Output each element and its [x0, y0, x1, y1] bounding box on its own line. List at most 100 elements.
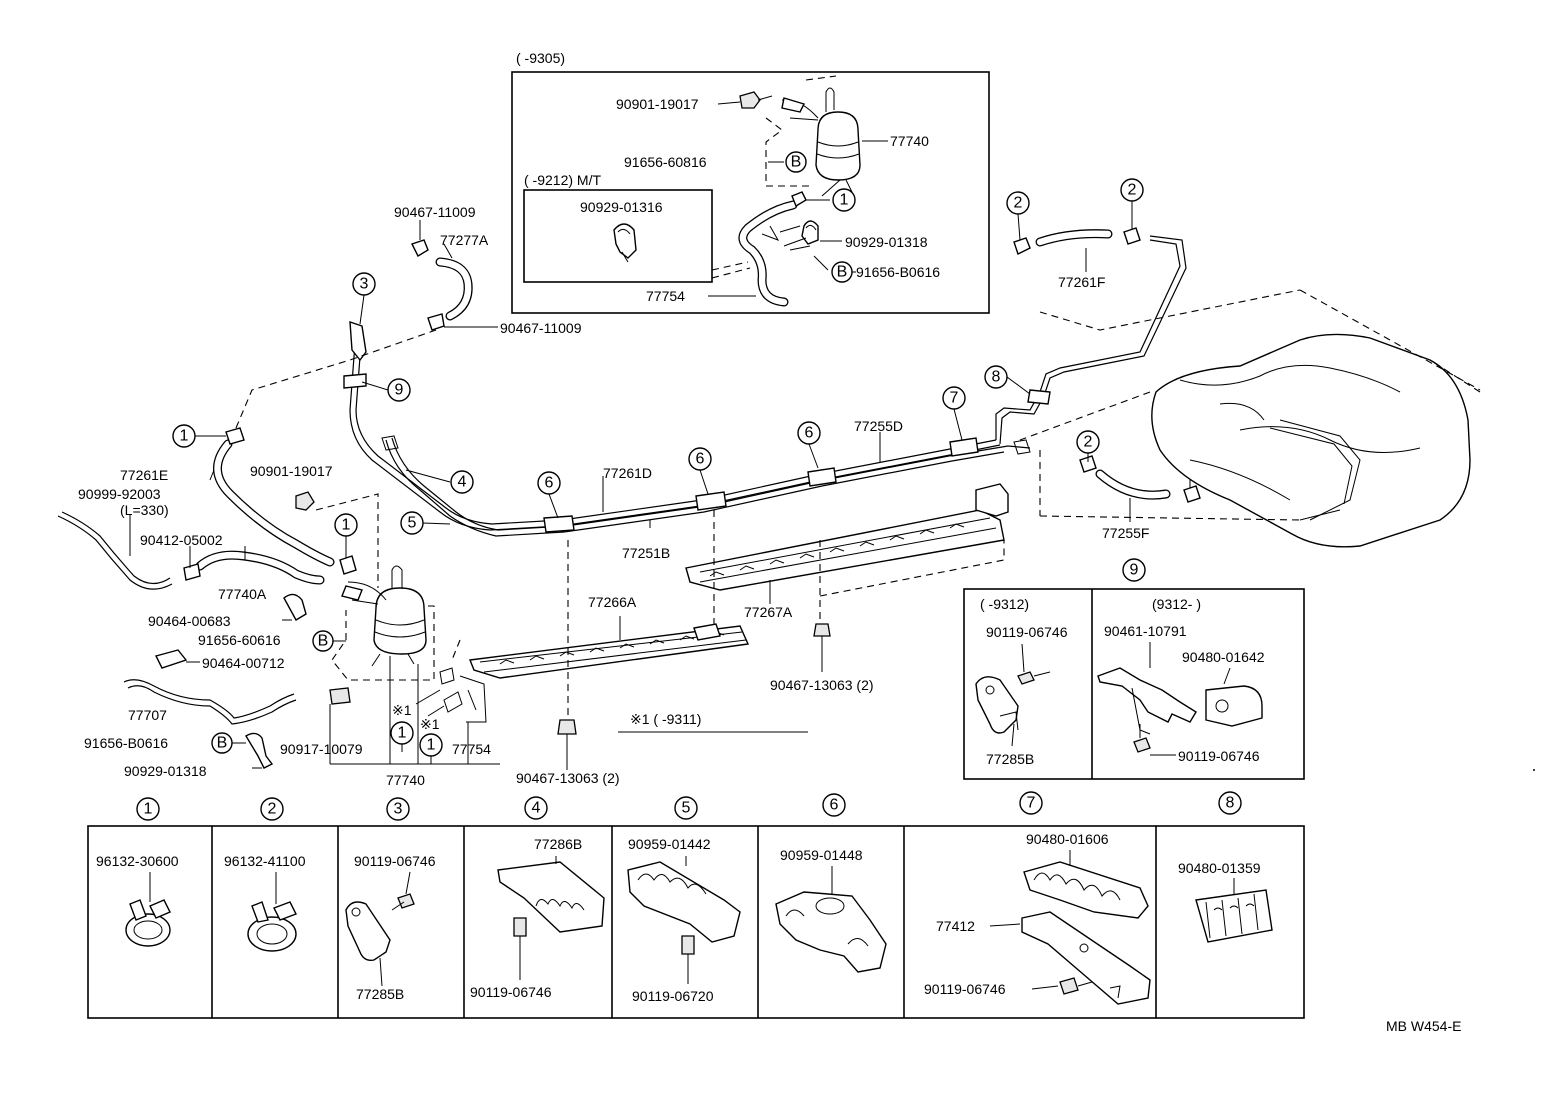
- legend-header-3: 3: [386, 797, 410, 821]
- part-77266a[interactable]: 77266A: [588, 594, 637, 610]
- part-77740-low[interactable]: 77740: [386, 772, 425, 788]
- part-77255d[interactable]: 77255D: [854, 418, 903, 434]
- fuel-protector-77267a: [685, 483, 1009, 620]
- callout-5[interactable]: 5: [400, 511, 424, 535]
- svg-text:B: B: [791, 154, 802, 171]
- callout-7[interactable]: 7: [942, 386, 966, 410]
- part-91656-b0616-top[interactable]: 91656-B0616: [856, 264, 940, 280]
- svg-text:8: 8: [1226, 795, 1235, 812]
- part-77267a[interactable]: 77267A: [744, 604, 793, 620]
- hose-77277a: [411, 220, 498, 331]
- callout-2-b[interactable]: 2: [1120, 178, 1144, 202]
- legend-header-2: 2: [260, 797, 284, 821]
- legend-header-5: 5: [674, 796, 698, 820]
- part-90901-19017-mid[interactable]: 90901-19017: [250, 463, 333, 479]
- part-77251b[interactable]: 77251B: [622, 545, 670, 561]
- part-77754-low[interactable]: 77754: [452, 741, 491, 757]
- part-90929-01318-top[interactable]: 90929-01318: [845, 234, 928, 250]
- inset9-part-90480-01642[interactable]: 90480-01642: [1182, 649, 1265, 665]
- legend-part-77412[interactable]: 77412: [936, 918, 975, 934]
- part-77261f[interactable]: 77261F: [1058, 274, 1105, 290]
- part-77255f[interactable]: 77255F: [1102, 525, 1149, 541]
- part-90467-11009-a[interactable]: 90467-11009: [394, 204, 476, 220]
- part-90929-01316[interactable]: 90929-01316: [580, 199, 663, 215]
- legend-part-77285b[interactable]: 77285B: [356, 986, 404, 1002]
- svg-text:2: 2: [268, 801, 277, 818]
- ref-b-top-1: B: [785, 151, 807, 173]
- svg-text:1: 1: [427, 737, 436, 754]
- callout-6-b[interactable]: 6: [688, 447, 712, 471]
- part-77277a[interactable]: 77277A: [440, 232, 489, 248]
- grommet-icon: [1205, 685, 1263, 727]
- part-77261e[interactable]: 77261E: [120, 467, 168, 483]
- svg-text:6: 6: [805, 425, 814, 442]
- part-91656-60616[interactable]: 91656-60616: [198, 632, 281, 648]
- hose-clamp-icon: [125, 872, 171, 947]
- legend-part-90119-06746-c4[interactable]: 90119-06746: [470, 984, 552, 1000]
- part-77740a[interactable]: 77740A: [218, 586, 267, 602]
- bolt-90467-13063-b: [557, 719, 577, 770]
- svg-text:4: 4: [532, 800, 541, 817]
- pipe-clamp-icon-8: [1195, 878, 1273, 943]
- inset9-part-90461-10791[interactable]: 90461-10791: [1104, 623, 1187, 639]
- legend-part-90480-01606[interactable]: 90480-01606: [1026, 831, 1109, 847]
- part-90467-13063-b[interactable]: 90467-13063 (2): [516, 770, 620, 786]
- callout-2-a[interactable]: 2: [1006, 191, 1030, 215]
- legend-part-90119-06720[interactable]: 90119-06720: [632, 988, 714, 1004]
- part-77707[interactable]: 77707: [128, 707, 167, 723]
- part-90901-19017-top[interactable]: 90901-19017: [616, 96, 699, 112]
- legend-part-90959-01448[interactable]: 90959-01448: [780, 847, 863, 863]
- clamp-bracket-icon: [1097, 667, 1197, 723]
- legend-part-77286b[interactable]: 77286B: [534, 836, 582, 852]
- inset-9212-frame: [523, 189, 713, 283]
- part-labels: 90467-11009 77277A 90467-11009 77261F 77…: [78, 204, 1149, 788]
- callout-9-inset[interactable]: 9: [1122, 558, 1146, 582]
- callout-1-left[interactable]: 1: [172, 424, 196, 448]
- callout-2-c[interactable]: 2: [1076, 430, 1100, 454]
- callout-9[interactable]: 9: [387, 378, 411, 402]
- fuel-tank: [1019, 289, 1481, 548]
- callout-1-low-a[interactable]: 1: [390, 721, 414, 745]
- callout-1-low-b[interactable]: 1: [419, 733, 443, 757]
- part-90464-00712[interactable]: 90464-00712: [202, 655, 285, 671]
- part-77261d[interactable]: 77261D: [603, 465, 652, 481]
- inset9-part-77285b[interactable]: 77285B: [986, 751, 1034, 767]
- callout-6-c[interactable]: 6: [797, 421, 821, 445]
- callout-3[interactable]: 3: [352, 272, 376, 296]
- legend-part-90959-01442[interactable]: 90959-01442: [628, 836, 711, 852]
- legend-header-8: 8: [1218, 791, 1242, 815]
- callout-1-mid[interactable]: 1: [334, 513, 358, 537]
- legend-part-96132-41100[interactable]: 96132-41100: [224, 853, 306, 869]
- svg-text:8: 8: [992, 369, 1001, 386]
- part-90917-10079[interactable]: 90917-10079: [280, 741, 363, 757]
- legend-part-90119-06746-c3[interactable]: 90119-06746: [354, 853, 436, 869]
- part-90999-92003[interactable]: 90999-92003: [78, 486, 161, 502]
- part-91656-60816[interactable]: 91656-60816: [624, 154, 707, 170]
- part-90464-00683[interactable]: 90464-00683: [148, 613, 231, 629]
- note-marker-1a: ※1: [392, 702, 412, 718]
- inset9-part-90119-06746-b[interactable]: 90119-06746: [1178, 748, 1260, 764]
- charcoal-canister-top: [781, 87, 861, 197]
- part-77740-top[interactable]: 77740: [890, 133, 929, 149]
- part-77754-top[interactable]: 77754: [646, 288, 685, 304]
- clamp-icon-inset: [613, 223, 637, 263]
- legend-part-90119-06746-c7[interactable]: 90119-06746: [924, 981, 1006, 997]
- part-91656-b0616-low[interactable]: 91656-B0616: [84, 735, 168, 751]
- part-90412-05002[interactable]: 90412-05002: [140, 532, 223, 548]
- callout-8[interactable]: 8: [984, 365, 1008, 389]
- legend-part-90480-01359[interactable]: 90480-01359: [1178, 860, 1261, 876]
- legend-header-4: 4: [524, 796, 548, 820]
- part-90929-01318-low[interactable]: 90929-01318: [124, 763, 207, 779]
- svg-text:5: 5: [682, 800, 691, 817]
- part-90467-13063-a[interactable]: 90467-13063 (2): [770, 677, 874, 693]
- callout-1-top[interactable]: 1: [832, 188, 856, 212]
- part-90467-11009-b[interactable]: 90467-11009: [500, 320, 582, 336]
- part-90999-92003-length: (L=330): [120, 502, 169, 518]
- callout-6-a[interactable]: 6: [537, 471, 561, 495]
- pipe-clamp-icon-6: [775, 866, 887, 973]
- inset-9: ( -9312) (9312- ) 90119-06746 77285B 904…: [963, 588, 1305, 780]
- inset9-part-90119-06746-a[interactable]: 90119-06746: [986, 624, 1068, 640]
- legend-part-96132-30600[interactable]: 96132-30600: [96, 853, 179, 869]
- callout-4[interactable]: 4: [450, 470, 474, 494]
